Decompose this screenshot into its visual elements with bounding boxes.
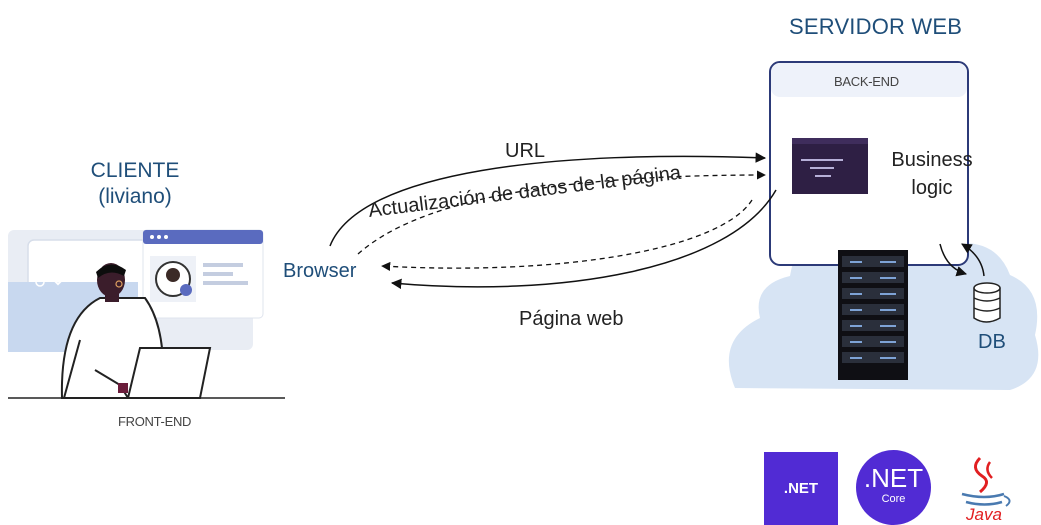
backend-to-db-arrow (939, 243, 968, 277)
request-arrow (329, 152, 767, 247)
dotnet-logo: .NET (764, 452, 838, 525)
response-flow-label: Página web (519, 308, 624, 330)
dashed-response-arrow (381, 199, 753, 272)
business-logic-label: Business logic (880, 146, 984, 202)
java-logo-text: Java (966, 505, 1002, 524)
db-to-backend-arrow (961, 243, 985, 277)
java-logo (961, 456, 1011, 507)
response-arrow (390, 189, 777, 290)
dotnet-core-main-text: .NET (863, 463, 924, 493)
db-label: DB (978, 331, 1006, 353)
dotnet-core-sub-text: Core (881, 493, 906, 505)
url-flow-label: URL (505, 140, 546, 162)
browser-label: Browser (283, 260, 357, 282)
client-title-line1: CLIENTE (90, 159, 180, 182)
backend-label: BACK-END (834, 74, 899, 89)
client-title: CLIENTE (liviano) (75, 158, 195, 210)
client-title-line2: (liviano) (98, 185, 172, 208)
dotnet-core-logo: .NET Core (856, 450, 931, 525)
client-illustration (8, 229, 285, 399)
server-rack (838, 250, 908, 380)
dotnet-logo-text: .NET (783, 480, 819, 497)
business-line1: Business (891, 149, 973, 171)
server-title: SERVIDOR WEB (789, 14, 963, 39)
backend-box (769, 61, 969, 266)
business-line2: logic (911, 177, 953, 199)
frontend-label: FRONT-END (118, 414, 192, 429)
database-icon (973, 282, 1001, 323)
dashed-request-arrow (357, 170, 766, 255)
